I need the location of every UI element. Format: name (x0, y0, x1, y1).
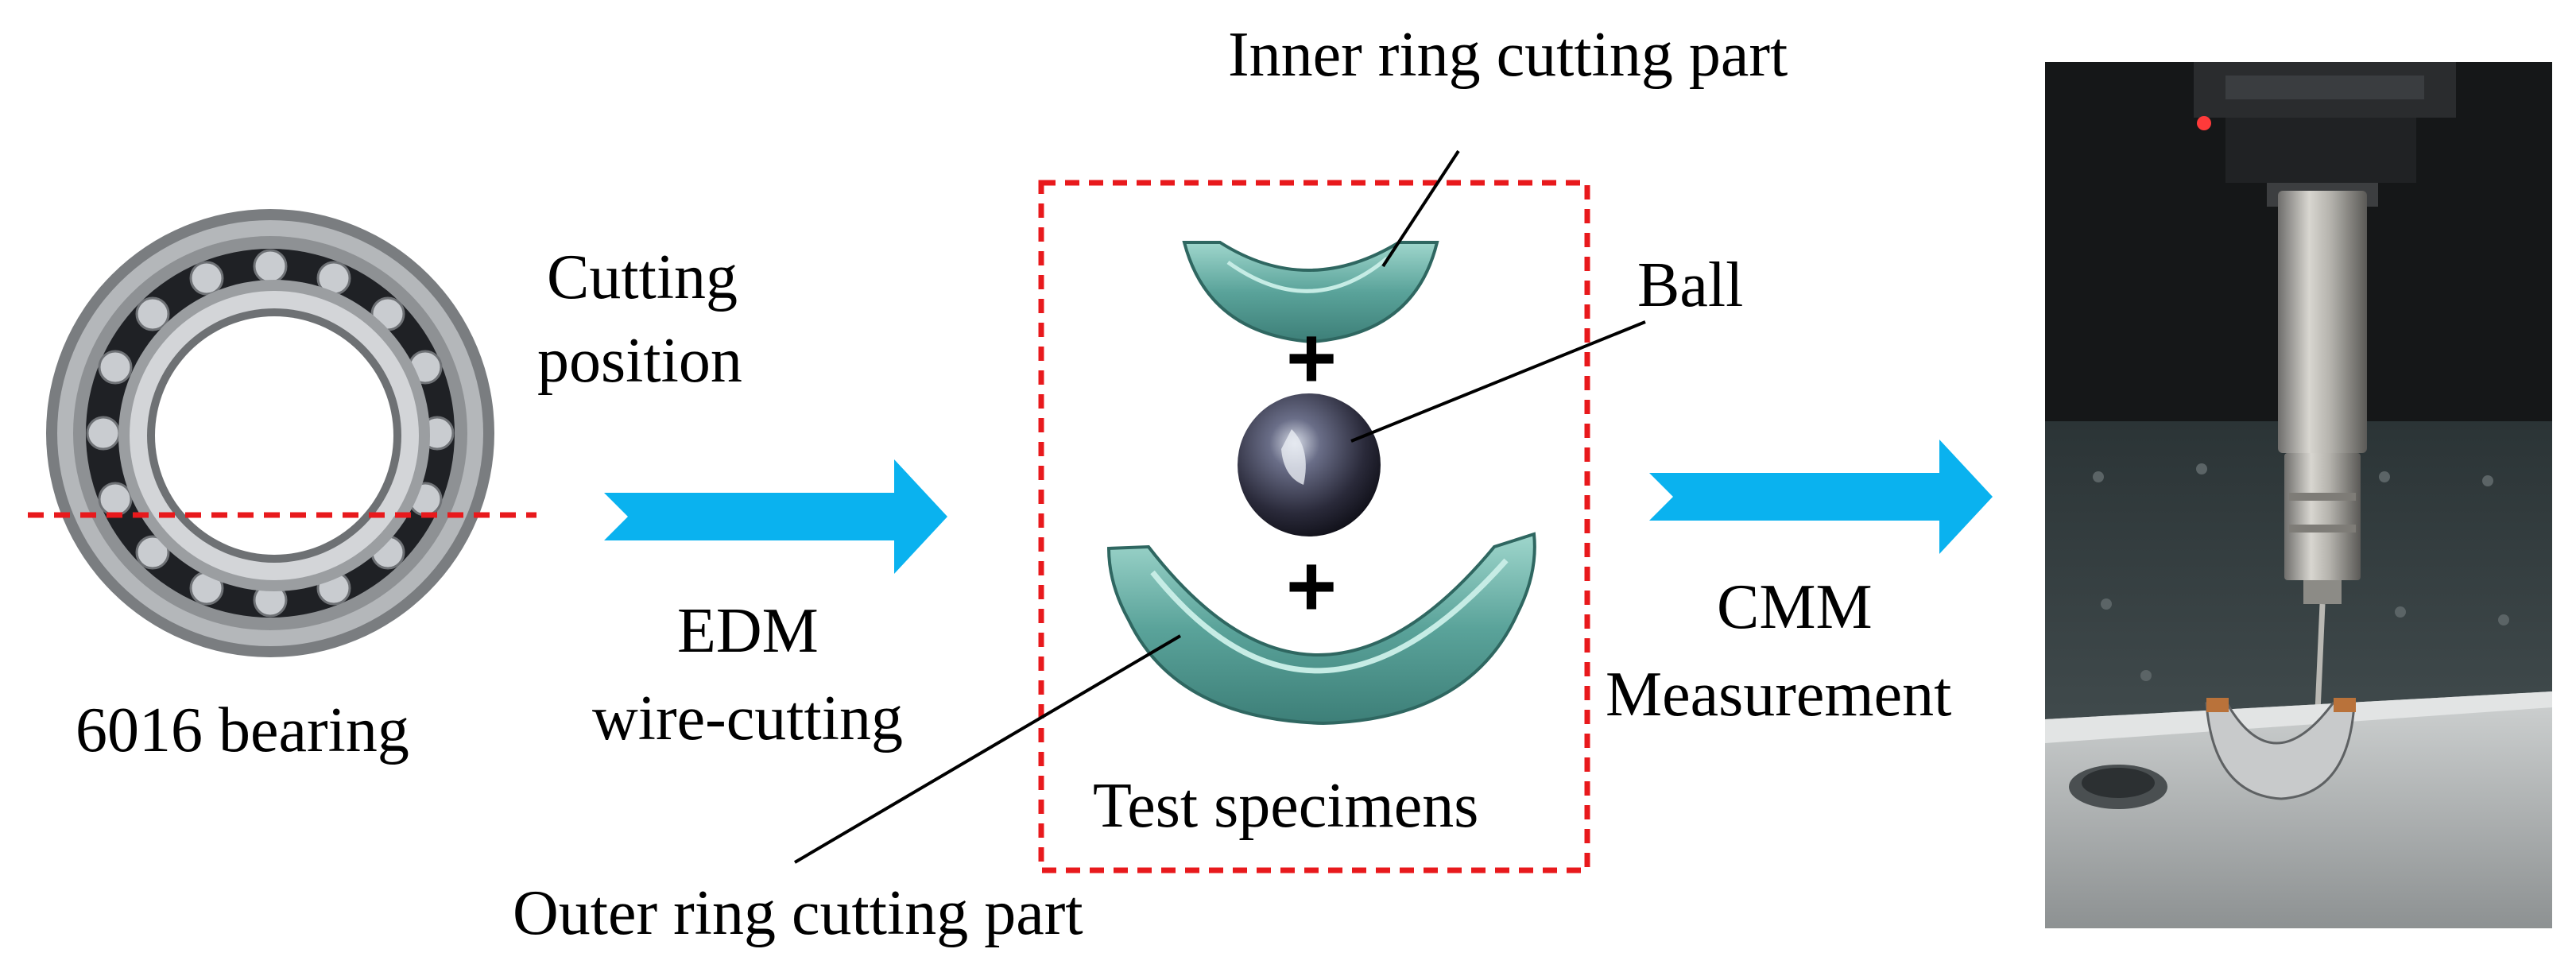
inner-ring-label: Inner ring cutting part (1228, 20, 1788, 90)
edm-label-2: wire-cutting (592, 684, 903, 753)
cmm-photo (2045, 62, 2552, 928)
cutting-position-label-2: position (537, 326, 742, 396)
cmm-label-1: CMM (1717, 572, 1873, 642)
test-specimens-label: Test specimens (1093, 771, 1478, 841)
plus-sign-top: + (1286, 309, 1337, 407)
bearing-photo (46, 209, 494, 657)
outer-ring-label: Outer ring cutting part (513, 878, 1083, 948)
process-arrow-1 (604, 459, 947, 574)
ball-sphere (1238, 393, 1381, 536)
outer-ring-leader (793, 634, 1182, 864)
outer-ring-highlight (1150, 558, 1509, 674)
cmm-label-2: Measurement (1606, 660, 1951, 730)
ball-highlight (1281, 429, 1306, 485)
edm-label-1: EDM (677, 596, 819, 666)
inner-ring-highlight (1226, 257, 1389, 293)
plus-sign-bottom: + (1286, 537, 1337, 635)
ball-label: Ball (1637, 250, 1743, 320)
process-arrow-2 (1649, 440, 1993, 554)
cutting-position-label-1: Cutting (547, 242, 738, 312)
test-specimens-box (1038, 180, 1590, 873)
outer-ring-part (1106, 532, 1536, 726)
ball-leader (1350, 320, 1646, 443)
inner-ring-leader (1381, 149, 1460, 268)
bearing-label: 6016 bearing (76, 695, 409, 765)
